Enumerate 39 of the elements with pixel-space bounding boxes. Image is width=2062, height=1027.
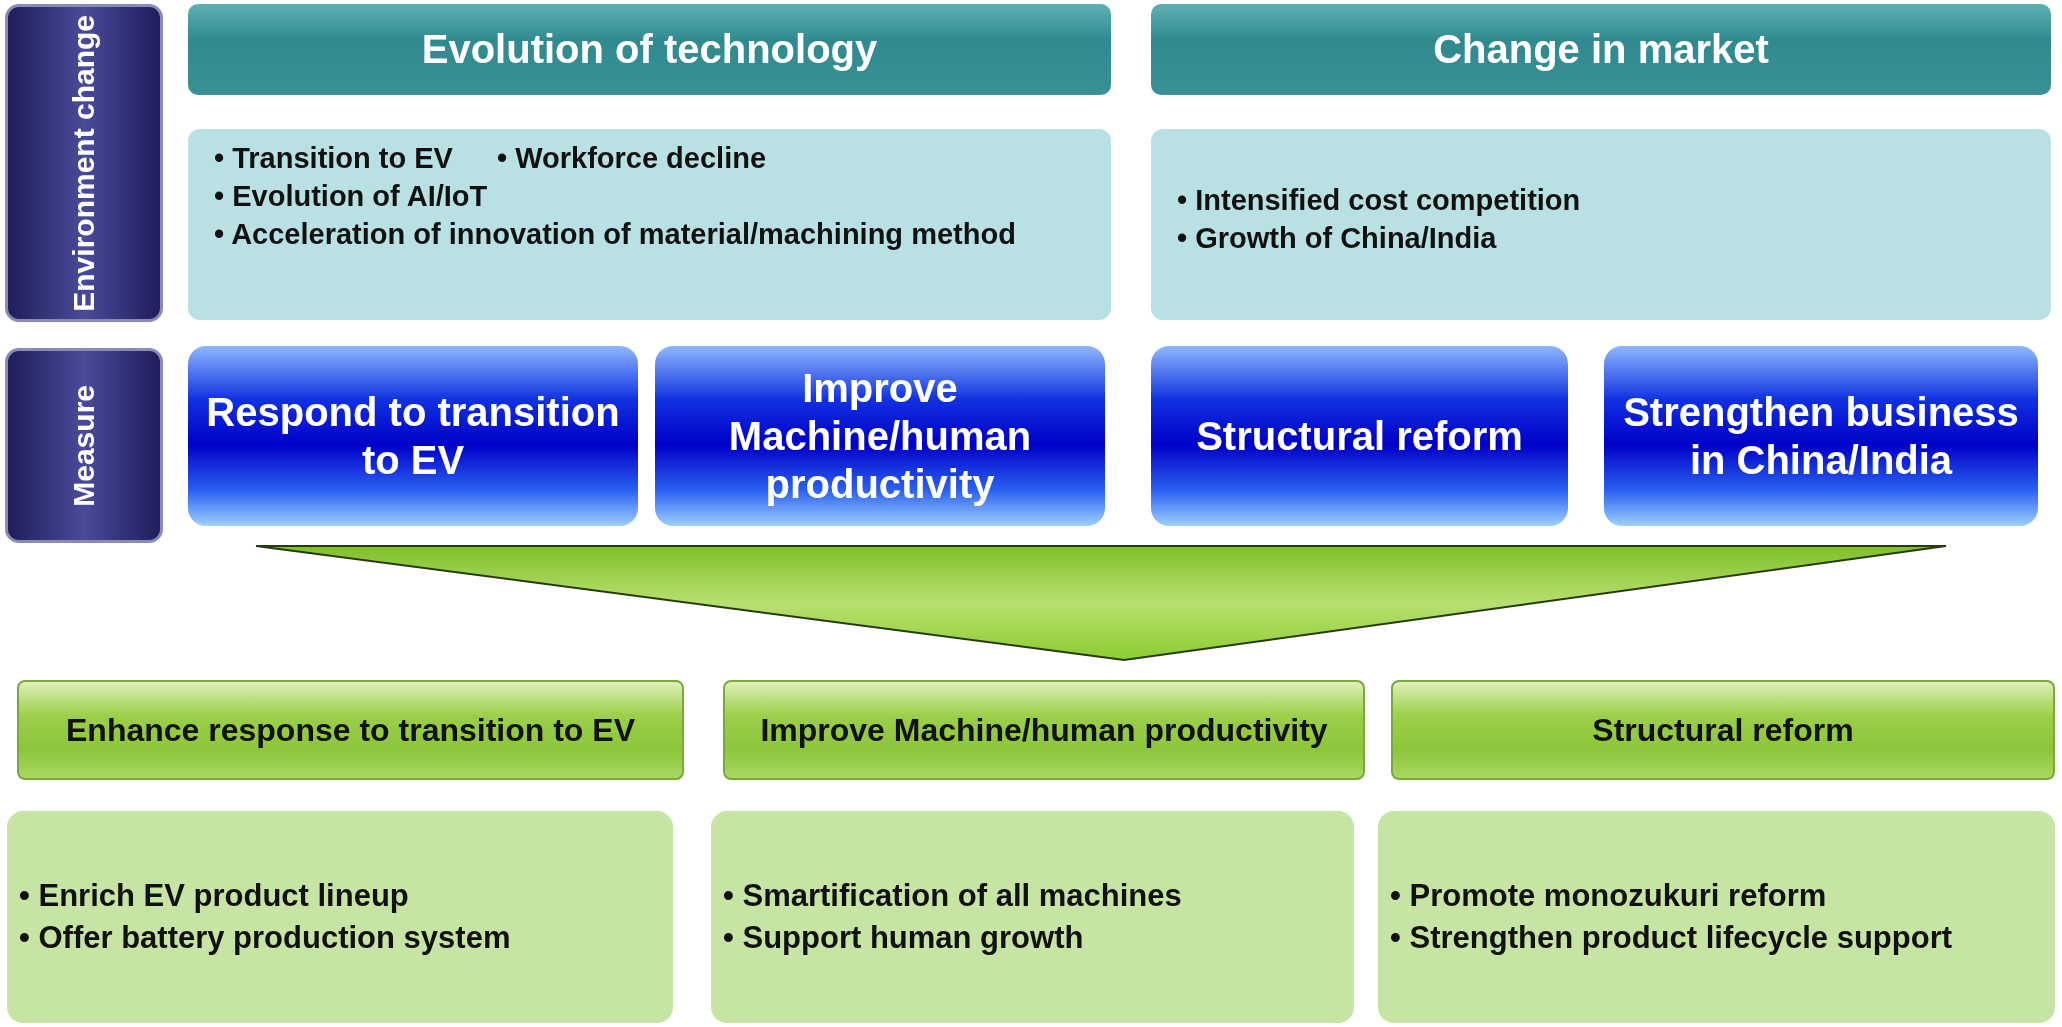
heading-text: Enhance response to transition to EV [66,711,635,750]
bullet-item: • Workforce decline [496,141,767,176]
bullet-item: • Enrich EV product lineup [19,877,410,915]
header-band [1151,4,2051,95]
bullet-item: • Evolution of AI/IoT [214,179,489,214]
bullet-item: • Support human growth [723,919,1085,957]
side-label-box [5,348,163,543]
measure-text: Structural reform [1196,413,1523,460]
heading-text: Change in market [1433,27,1769,72]
text-panel [7,811,673,1023]
side-label-box [5,4,163,322]
measure-box [188,346,638,526]
header-band [723,680,1365,780]
measure-text: Respond to transition to EV [205,389,621,484]
bullet-item: • Promote monozukuri reform [1390,877,1828,915]
text-panel [711,811,1354,1023]
bullet-item: • Offer battery production system [19,919,512,957]
measure-box [1151,346,1568,526]
header-band [188,4,1111,95]
text-panel [1378,811,2055,1023]
bullet-item: • Acceleration of innovation of material/machining method [214,217,1017,252]
heading-text: Improve Machine/human productivity [760,711,1328,750]
measure-box [1604,346,2038,526]
bullet-item: • Smartification of all machines [723,877,1183,915]
heading-text: Structural reform [1592,711,1854,750]
heading-text: Evolution of technology [421,27,878,72]
bullet-item: • Growth of China/India [1177,221,1498,256]
text-panel [1151,129,2051,320]
header-band [17,680,684,780]
bullet-item: • Transition to EV [214,141,453,176]
measure-text: Improve Machine/human productivity [727,365,1033,508]
header-band [1391,680,2055,780]
text-panel [188,129,1111,320]
row-label: Environment change [66,14,101,312]
row-label: Measure [66,384,101,507]
measure-box [655,346,1105,526]
bullet-item: • Strengthen product lifecycle support [1390,919,1954,957]
measure-text: Strengthen business in China/India [1622,389,2020,484]
bullet-item: • Intensified cost competition [1177,183,1582,218]
